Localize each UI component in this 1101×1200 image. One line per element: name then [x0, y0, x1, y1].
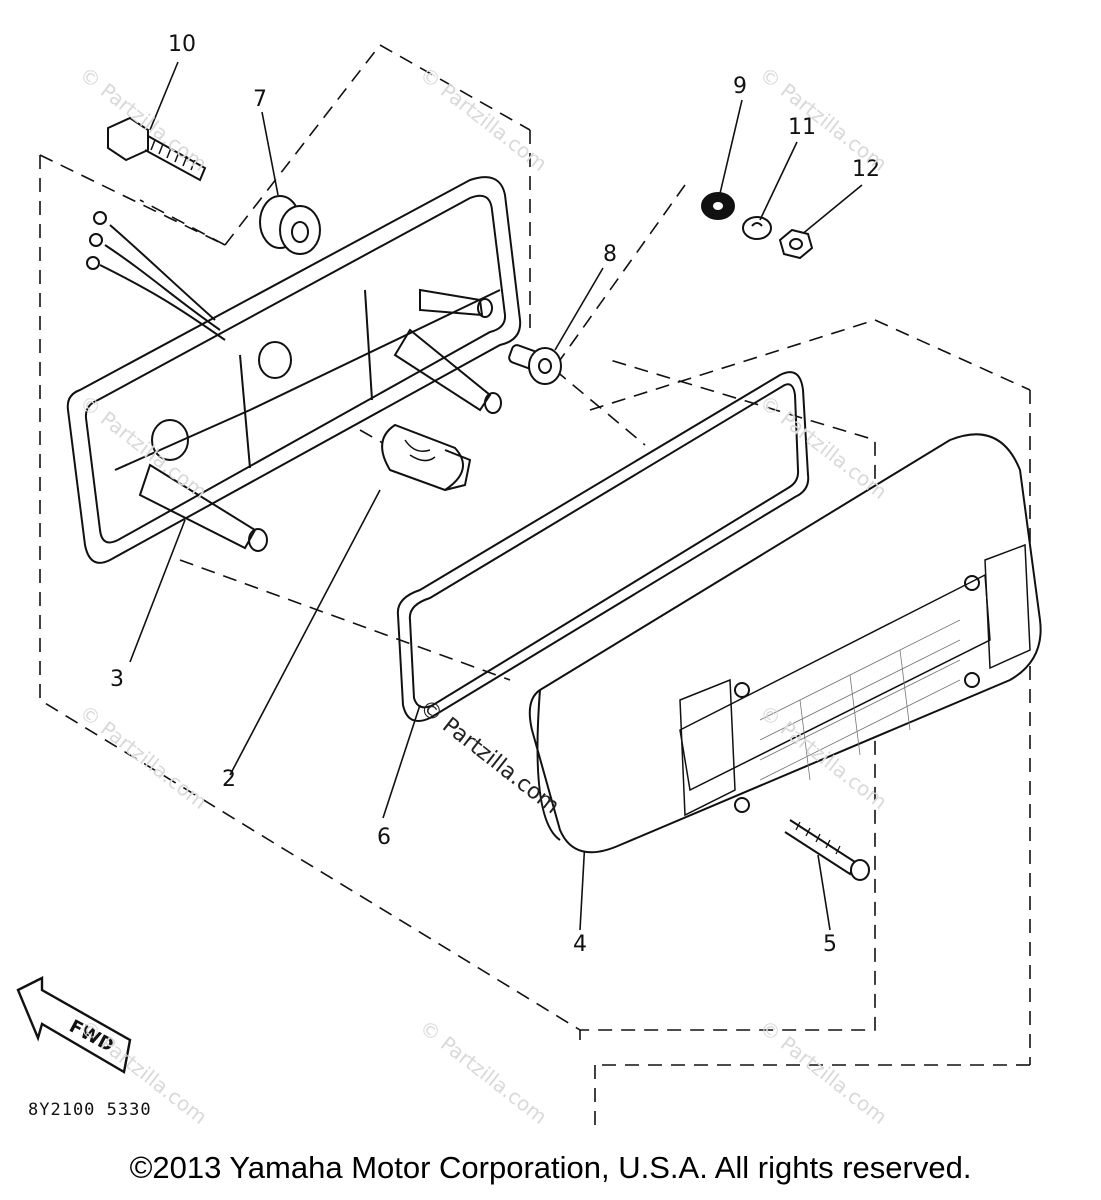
bulb-2 — [381, 423, 472, 492]
copyright-notice: ©2013 Yamaha Motor Corporation, U.S.A. A… — [129, 1150, 972, 1185]
callout-4: 4 — [573, 932, 587, 957]
callout-5: 5 — [823, 932, 837, 957]
washer-9 — [701, 192, 735, 220]
nut-12 — [778, 228, 814, 260]
housing-3 — [66, 176, 522, 564]
callout-9: 9 — [733, 74, 747, 99]
callout-10: 10 — [168, 32, 196, 57]
grommet-7 — [259, 195, 321, 255]
fwd-arrow-icon — [16, 976, 132, 1074]
bolt-10 — [107, 116, 207, 182]
callout-8: 8 — [603, 242, 617, 267]
callout-6: 6 — [377, 825, 391, 850]
callout-3: 3 — [110, 667, 124, 692]
lock-washer-11 — [742, 216, 772, 240]
callout-11: 11 — [788, 115, 816, 140]
callout-12: 12 — [852, 157, 880, 182]
leader-lines — [129, 61, 863, 931]
collar-8 — [508, 344, 562, 385]
callout-7: 7 — [253, 87, 267, 112]
drawing-code: 8Y2100 5330 — [28, 1100, 152, 1120]
callout-2: 2 — [222, 767, 236, 792]
dashed-outline-left — [39, 44, 1031, 1125]
gasket-6 — [396, 371, 810, 722]
lens-4 — [528, 433, 1042, 854]
screw-5 — [784, 819, 870, 881]
